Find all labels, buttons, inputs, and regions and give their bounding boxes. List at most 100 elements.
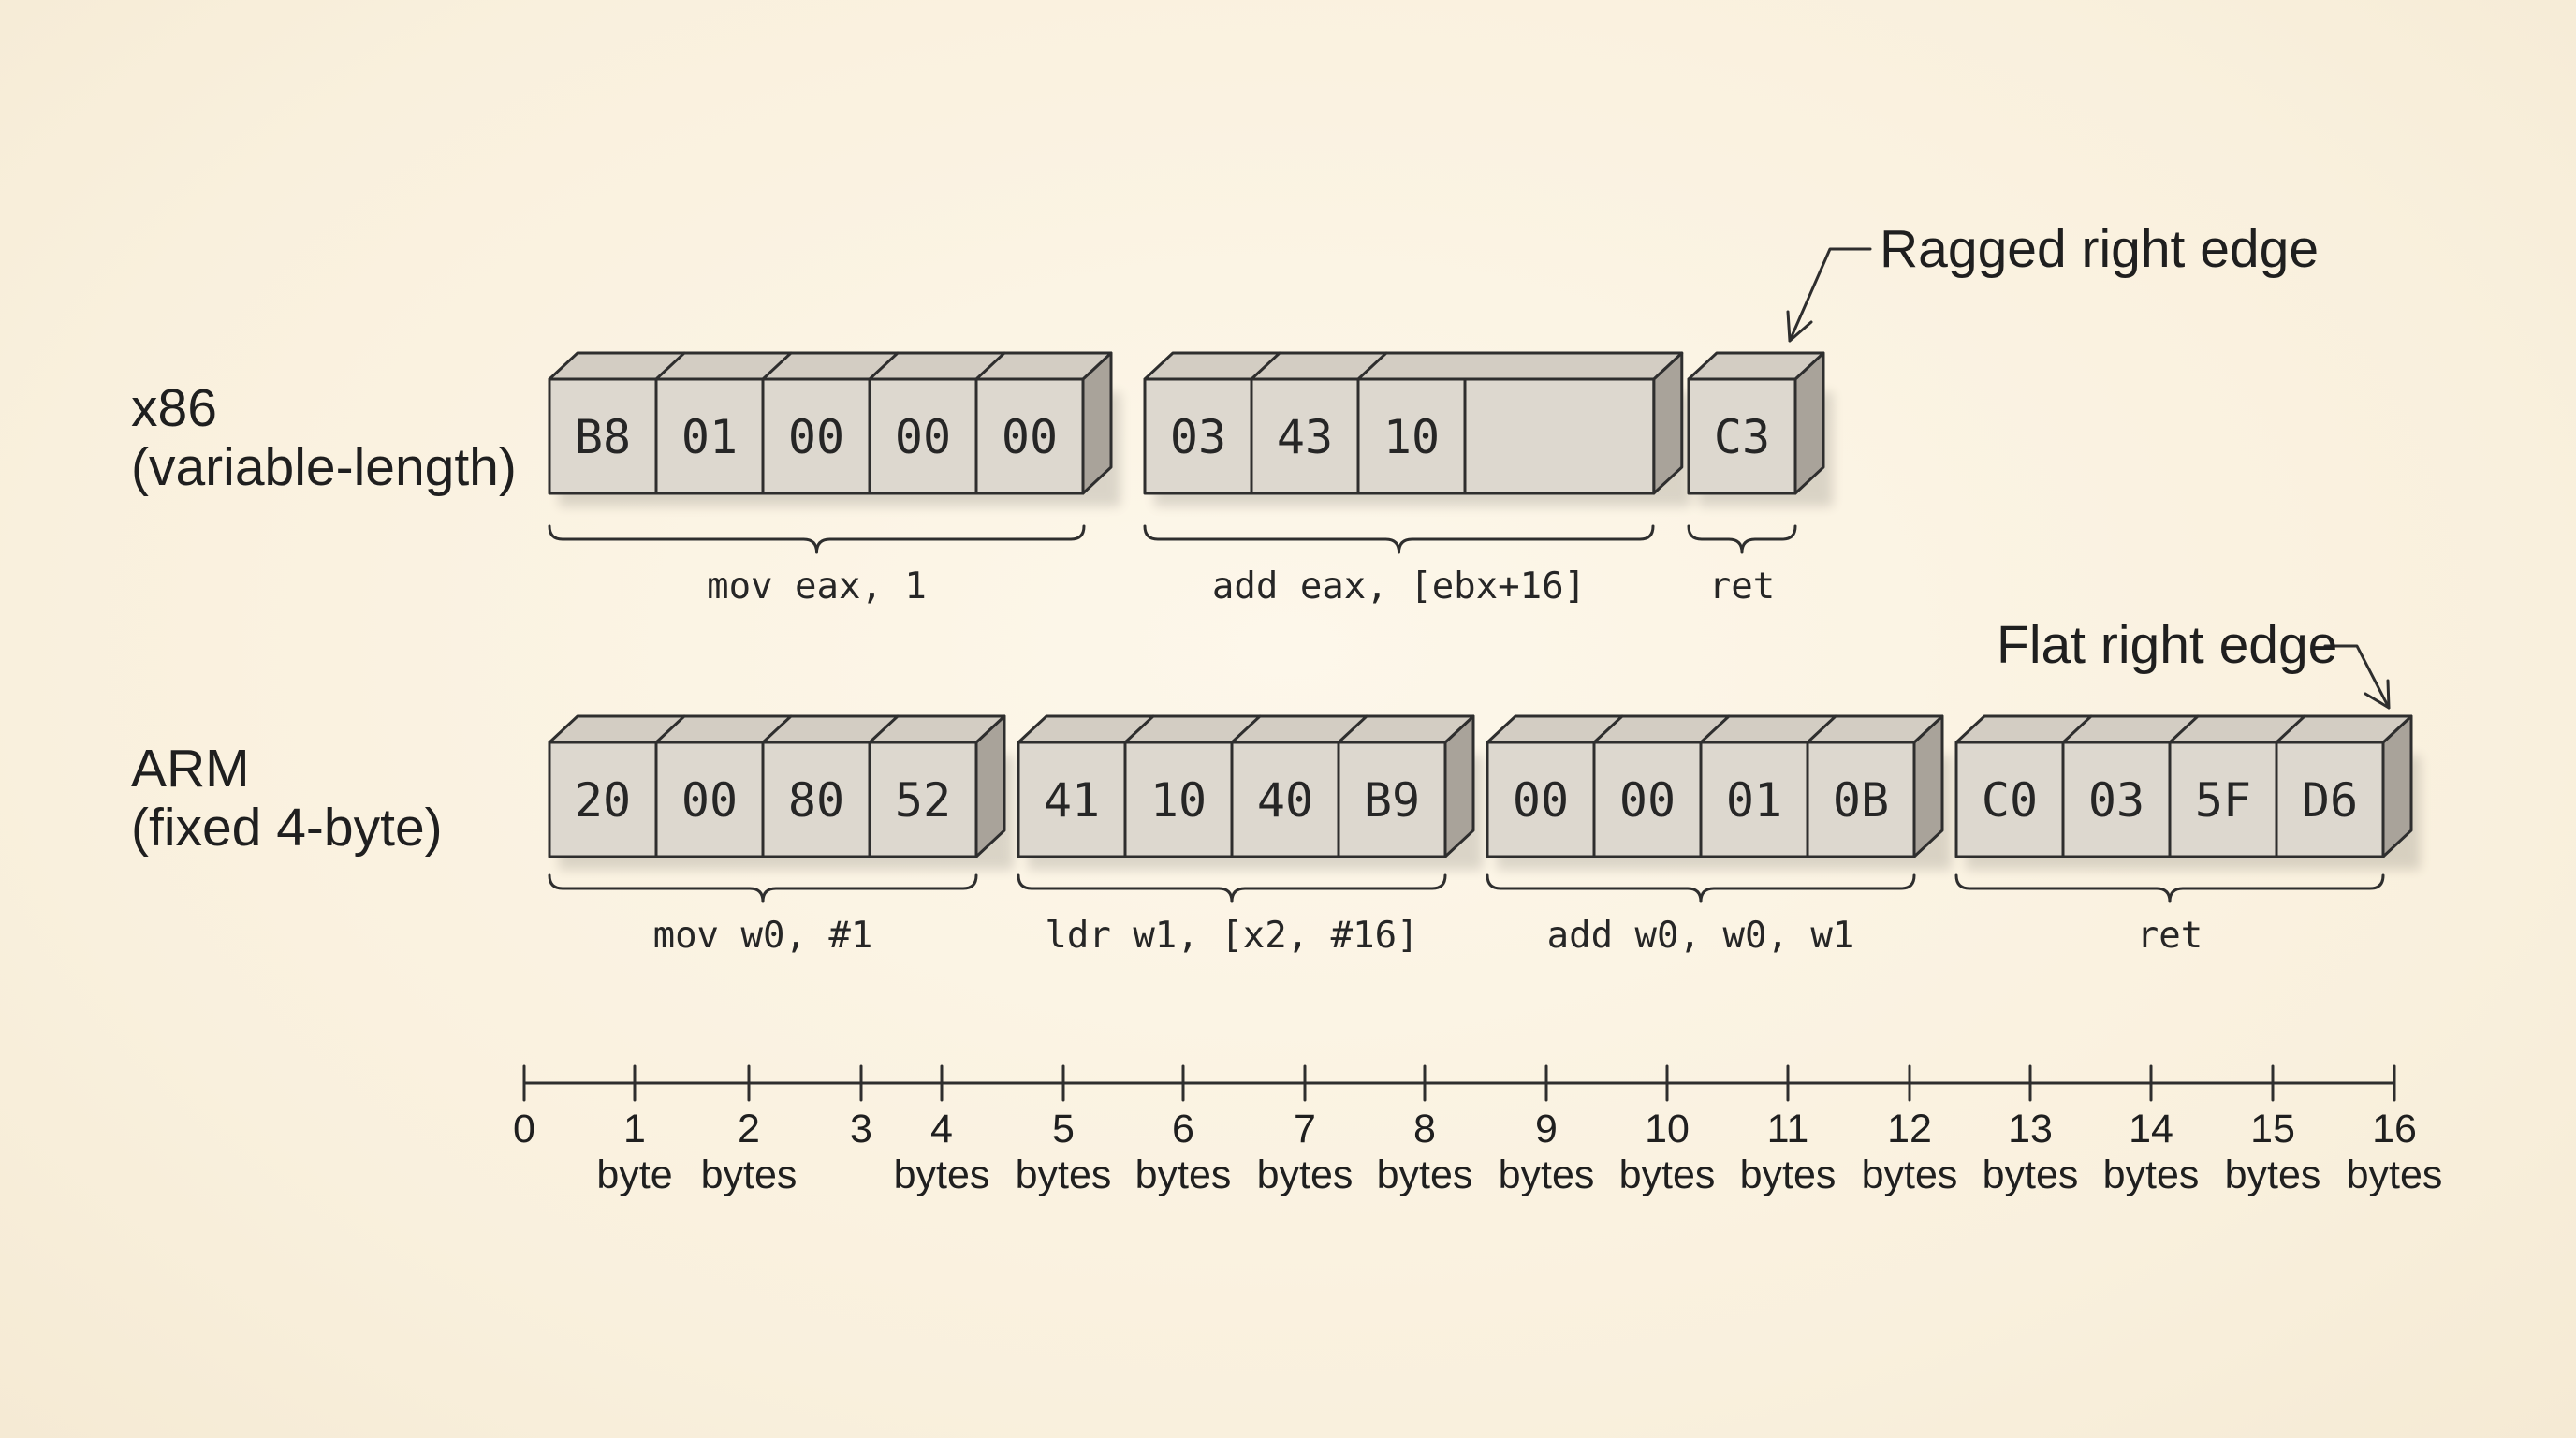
byte-top-divider [1592,714,1624,744]
tick-unit: bytes [1377,1152,1473,1197]
instruction-brace: add eax, [ebx+16] [1143,524,1655,608]
byte-cell: C0 [1982,773,2038,828]
instruction-brace: ldr w1, [x2, #16] [1017,873,1447,957]
tick-unit: bytes [701,1152,798,1197]
tick-unit: bytes [1257,1152,1354,1197]
tick-unit: bytes [894,1152,990,1197]
flat-edge-arrowhead [2364,679,2391,710]
arm-label-line1: ARM [131,739,250,799]
asm-label: mov eax, 1 [707,565,927,608]
byte-top-divider [1250,351,1281,381]
byte-top-divider [2061,714,2093,744]
byte-cell: 20 [575,773,631,828]
tick-number: 2 [738,1107,760,1152]
byte-top-divider [868,714,900,744]
block-top-face [548,351,1113,381]
byte-top-divider [761,714,793,744]
brace-shape [548,873,978,903]
byte-cell: 80 [788,773,844,828]
scale-tick-0: 0 [513,1064,535,1152]
tick-unit: bytes [2225,1152,2321,1197]
tick-number: 11 [1767,1107,1809,1152]
arm-label-line2: (fixed 4-byte) [131,798,443,858]
ragged-edge-label: Ragged right edge [1880,219,2319,279]
flat-edge-leader [2323,644,2391,710]
tick-number: 5 [1052,1107,1075,1152]
byte-cell: C3 [1714,410,1770,464]
x86-label-line1: x86 [131,378,217,438]
tick-unit: bytes [1135,1152,1232,1197]
brace-shape [1954,873,2385,903]
byte-cell: 00 [895,410,951,464]
brace-shape [1143,524,1655,554]
tick-unit: bytes [1862,1152,1958,1197]
tick-number: 15 [2250,1107,2295,1152]
brace-shape [1486,873,1916,903]
asm-label: add eax, [ebx+16] [1212,565,1586,608]
byte-top-divider [2168,714,2200,744]
tick-number: 1 [623,1107,646,1152]
byte-cell: 00 [788,410,844,464]
byte-top-divider [1337,714,1368,744]
tick-number: 7 [1294,1107,1316,1152]
asm-label: mov w0, #1 [653,915,873,957]
tick-number: 0 [513,1107,535,1152]
instruction-block-add-eax-ebx16: 03 43 10 [1143,351,1691,506]
brace-shape [1017,873,1447,903]
byte-cell: 00 [681,773,738,828]
byte-cell: 03 [2088,773,2144,828]
instruction-block-ret: C3 [1687,351,1833,506]
tick-number: 9 [1535,1107,1558,1152]
tick-number: 14 [2129,1107,2174,1152]
ragged-edge-leader [1788,247,1872,343]
tick-unit: bytes [2347,1152,2443,1197]
byte-cell: 5F [2195,773,2251,828]
byte-cell: 10 [1383,410,1440,464]
byte-cell: 01 [1726,773,1782,828]
block-top-face [1143,351,1684,381]
scale-tick-3: 3 [850,1064,872,1152]
tick-unit: bytes [1740,1152,1837,1197]
brace-shape [1687,524,1797,554]
byte-cell: 40 [1257,773,1313,828]
byte-top-divider [1123,714,1155,744]
byte-top-divider [654,714,686,744]
byte-top-divider [761,351,793,381]
flat-edge-label: Flat right edge [1997,615,2337,675]
block-front-face [1143,377,1656,495]
tick-unit: bytes [2103,1152,2200,1197]
instruction-brace: mov eax, 1 [548,524,1086,608]
tick-number: 16 [2372,1107,2417,1152]
byte-cell: 00 [1619,773,1676,828]
byte-cell: 43 [1277,410,1333,464]
block-front-face [548,377,1085,495]
byte-cell: 01 [681,410,738,464]
tick-number: 3 [850,1107,872,1152]
asm-label: ldr w1, [x2, #16] [1045,915,1418,957]
byte-top-divider [868,351,900,381]
byte-top-divider [1230,714,1262,744]
instruction-brace: ret [1954,873,2385,957]
byte-cell: 03 [1170,410,1226,464]
byte-cell: 41 [1044,773,1100,828]
tick-unit: bytes [1016,1152,1112,1197]
byte-cell: 0B [1833,773,1889,828]
asm-label: ret [1709,565,1775,608]
byte-top-divider [1699,714,1731,744]
byte-top-divider [974,351,1006,381]
